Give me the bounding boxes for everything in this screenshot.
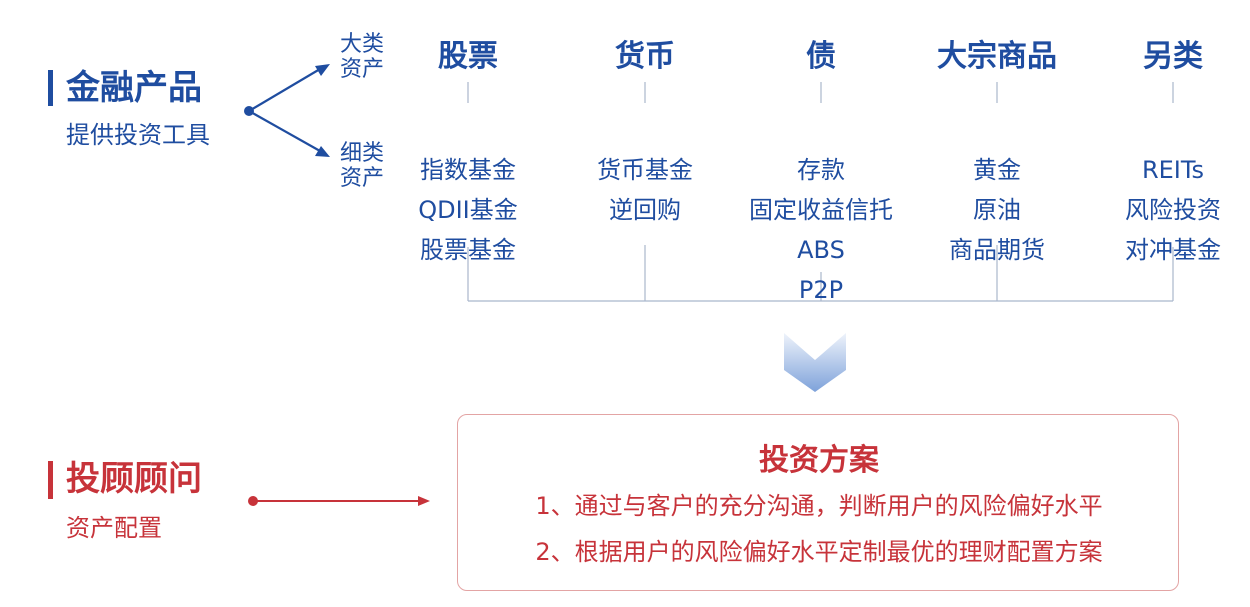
fork-line-lower bbox=[248, 110, 321, 152]
investment-plan-line-1: 1、通过与客户的充分沟通，判断用户的风险偏好水平 bbox=[535, 492, 1103, 520]
asset-column-header: 债 bbox=[806, 39, 836, 74]
investment-plan-title: 投资方案 bbox=[759, 443, 879, 478]
advisory-title: 投顾顾问 bbox=[66, 459, 202, 499]
advisory-arrowhead bbox=[418, 496, 430, 506]
advisory-subtitle: 资产配置 bbox=[66, 514, 162, 542]
fork-arrow bbox=[244, 64, 330, 157]
investment-plan-line-2: 2、根据用户的风险偏好水平定制最优的理财配置方案 bbox=[535, 538, 1103, 566]
major-asset-label-line2: 资产 bbox=[340, 57, 385, 82]
fork-line-upper bbox=[248, 68, 321, 112]
asset-item: P2P bbox=[798, 276, 844, 304]
financial-products-title: 金融产品 bbox=[66, 68, 202, 108]
asset-item: 逆回购 bbox=[609, 196, 681, 224]
asset-column-header: 货币 bbox=[615, 39, 675, 74]
asset-column-currency: 货币 货币基金 逆回购 bbox=[555, 38, 735, 224]
asset-item: 股票基金 bbox=[420, 236, 516, 264]
asset-column-alternatives: 另类 REITs 风险投资 对冲基金 bbox=[1083, 38, 1250, 264]
asset-item: 对冲基金 bbox=[1125, 236, 1221, 264]
major-asset-label-line1: 大类 bbox=[340, 32, 385, 57]
asset-column-header: 另类 bbox=[1143, 39, 1203, 74]
asset-item: REITs bbox=[1141, 156, 1205, 184]
asset-item: 原油 bbox=[973, 196, 1021, 224]
asset-item: 固定收益信托 bbox=[749, 196, 893, 224]
advisory-accent-bar bbox=[48, 461, 53, 499]
asset-column-items: REITs 风险投资 对冲基金 bbox=[1083, 150, 1250, 270]
fork-arrowhead-upper bbox=[315, 64, 330, 76]
asset-column-items: 存款 固定收益信托 ABS P2P bbox=[731, 150, 911, 310]
minor-asset-label-line1: 细类 bbox=[340, 141, 385, 166]
asset-column-items: 指数基金 QDII基金 股票基金 bbox=[378, 150, 558, 270]
asset-item: 货币基金 bbox=[597, 156, 693, 184]
financial-products-accent-bar bbox=[48, 70, 53, 106]
asset-column-header: 股票 bbox=[438, 39, 498, 74]
down-arrow-icon bbox=[784, 333, 846, 392]
financial-products-subtitle: 提供投资工具 bbox=[66, 121, 210, 149]
fork-arrowhead-lower bbox=[315, 146, 330, 157]
asset-item: 风险投资 bbox=[1125, 196, 1221, 224]
column-bracket bbox=[467, 245, 1174, 302]
advisory-arrow bbox=[248, 496, 430, 506]
asset-column-items: 黄金 原油 商品期货 bbox=[907, 150, 1087, 270]
asset-item: QDII基金 bbox=[418, 196, 518, 224]
asset-column-header: 大宗商品 bbox=[937, 39, 1057, 74]
asset-item: 黄金 bbox=[973, 156, 1021, 184]
asset-item: 存款 bbox=[797, 156, 845, 184]
investment-plan-box: 投资方案 1、通过与客户的充分沟通，判断用户的风险偏好水平 2、根据用户的风险偏… bbox=[457, 414, 1179, 591]
asset-column-stocks: 股票 指数基金 QDII基金 股票基金 bbox=[378, 38, 558, 264]
asset-item: 商品期货 bbox=[949, 236, 1045, 264]
asset-item: ABS bbox=[797, 236, 845, 264]
asset-column-commodities: 大宗商品 黄金 原油 商品期货 bbox=[907, 38, 1087, 264]
asset-column-items: 货币基金 逆回购 bbox=[555, 150, 735, 230]
asset-column-bonds: 债 存款 固定收益信托 ABS P2P bbox=[731, 38, 911, 304]
header-ticks bbox=[467, 82, 1174, 103]
minor-asset-label-line2: 资产 bbox=[340, 166, 385, 191]
asset-item: 指数基金 bbox=[420, 156, 516, 184]
